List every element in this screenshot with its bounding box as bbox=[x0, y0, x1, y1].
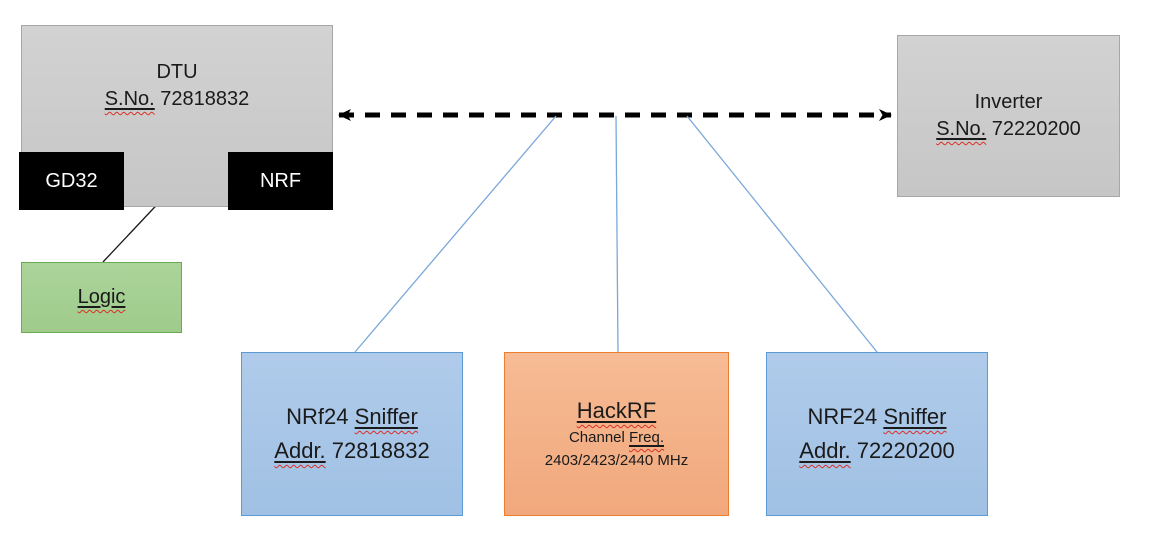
logic-label-wrap: Logic bbox=[78, 286, 126, 309]
hackrf-title-line: HackRF bbox=[577, 396, 656, 426]
dtu-title: DTU bbox=[156, 61, 198, 83]
inverter-sno-label: S.No. bbox=[936, 118, 987, 140]
inverter-box[interactable]: Inverter S.No. 72220200 bbox=[897, 35, 1120, 197]
hackrf-channel-word-wrap: Freq. bbox=[629, 429, 665, 446]
sniffer-left-address: 72818832 bbox=[331, 438, 430, 463]
sniffer-right-address: 72220200 bbox=[856, 438, 955, 463]
connector-line-hackrf bbox=[615, 115, 619, 353]
sniffer-right-box[interactable]: NRF24 Sniffer Addr. 72220200 bbox=[766, 352, 988, 516]
inverter-serial: 72220200 bbox=[991, 118, 1081, 140]
hackrf-title-wrap: HackRF bbox=[576, 398, 657, 423]
dtu-serial: 72818832 bbox=[160, 88, 250, 110]
nrf-chip[interactable]: NRF bbox=[228, 152, 333, 210]
nrf-label: NRF bbox=[259, 169, 302, 192]
sniffer-left-box[interactable]: NRf24 Sniffer Addr. 72818832 bbox=[241, 352, 463, 516]
hackrf-frequencies: 2403/2423/2440 MHz bbox=[544, 452, 689, 469]
sniffer-left-addr-label-wrap: Addr. bbox=[274, 438, 326, 463]
hackrf-channel-line: Channel Freq. bbox=[569, 426, 664, 449]
sniffer-left-name-word-wrap: Sniffer bbox=[354, 404, 418, 429]
gd32-chip[interactable]: GD32 bbox=[19, 152, 124, 210]
connector-line-sniffer-left bbox=[354, 115, 557, 353]
sniffer-right-name-prefix: NRF24 bbox=[807, 404, 878, 429]
logic-label: Logic bbox=[77, 286, 126, 308]
sniffer-left-name-prefix: NRf24 bbox=[286, 404, 349, 429]
dtu-serial-line: S.No. 72818832 bbox=[105, 86, 250, 113]
connector-line-sniffer-right bbox=[686, 115, 878, 353]
sniffer-right-name-line: NRF24 Sniffer bbox=[808, 400, 947, 434]
inverter-title: Inverter bbox=[974, 91, 1043, 113]
hackrf-channel-prefix: Channel bbox=[568, 429, 625, 446]
dtu-sno-label: S.No. bbox=[104, 88, 155, 110]
gd32-label: GD32 bbox=[45, 169, 98, 192]
logic-box[interactable]: Logic bbox=[21, 262, 182, 333]
sniffer-left-addr-line: Addr. 72818832 bbox=[274, 434, 429, 468]
sniffer-right-addr-label-wrap: Addr. bbox=[799, 438, 851, 463]
sniffer-left-name-line: NRf24 Sniffer bbox=[286, 400, 418, 434]
sniffer-right-name-word-wrap: Sniffer bbox=[883, 404, 947, 429]
sniffer-right-addr-line: Addr. 72220200 bbox=[799, 434, 954, 468]
inverter-serial-line: S.No. 72220200 bbox=[936, 116, 1081, 143]
hackrf-box[interactable]: HackRF Channel Freq. 2403/2423/2440 MHz bbox=[504, 352, 729, 516]
